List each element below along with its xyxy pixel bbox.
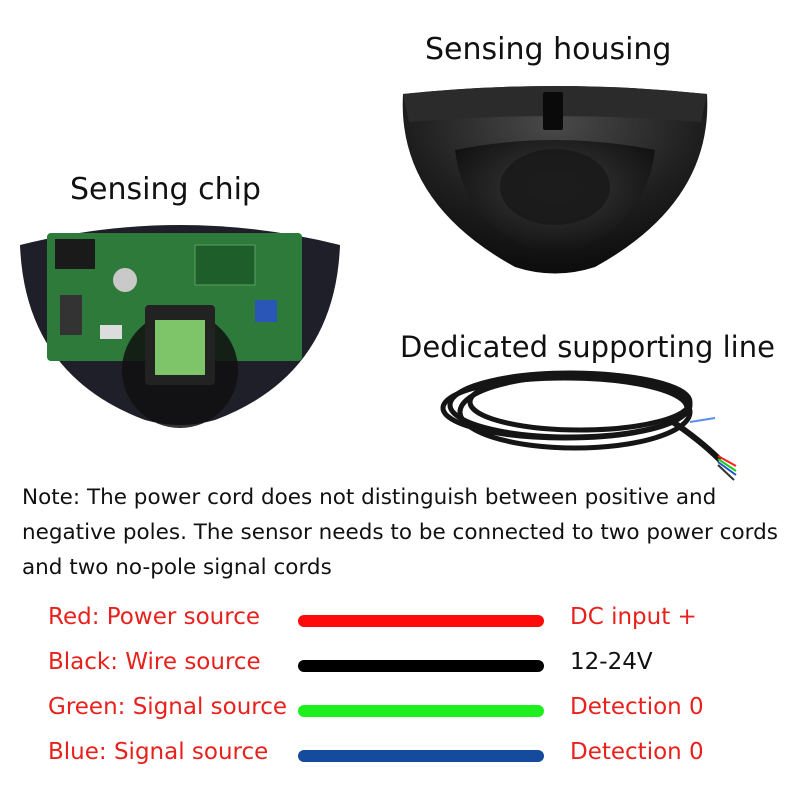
- wire-color-bar: [298, 705, 544, 717]
- wire-value: DC input +: [570, 604, 697, 630]
- housing-title: Sensing housing: [425, 32, 672, 67]
- wire-value: Detection 0: [570, 694, 704, 720]
- wire-row: Green: Signal source Detection 0: [0, 690, 800, 730]
- wire-label: Blue: Signal source: [48, 739, 269, 765]
- wire-label: Green: Signal source: [48, 694, 288, 720]
- wire-label: Black: Wire source: [48, 649, 261, 675]
- note-text: Note: The power cord does not distinguis…: [22, 485, 778, 580]
- wire-row: Red: Power source DC input +: [0, 600, 800, 640]
- sensing-chip-image: [20, 225, 340, 428]
- chip-title: Sensing chip: [70, 172, 261, 207]
- supporting-line-image: [440, 370, 737, 481]
- wire-row: Black: Wire source 12-24V: [0, 645, 800, 685]
- wire-value: 12-24V: [570, 649, 653, 675]
- cable-title: Dedicated supporting line: [400, 330, 775, 364]
- wire-color-bar: [298, 615, 544, 627]
- wire-color-bar: [298, 660, 544, 672]
- wire-color-bar: [298, 750, 544, 762]
- wire-row: Blue: Signal source Detection 0: [0, 735, 800, 775]
- wire-value: Detection 0: [570, 739, 704, 765]
- wire-label: Red: Power source: [48, 604, 260, 630]
- sensing-housing-image: [402, 86, 708, 274]
